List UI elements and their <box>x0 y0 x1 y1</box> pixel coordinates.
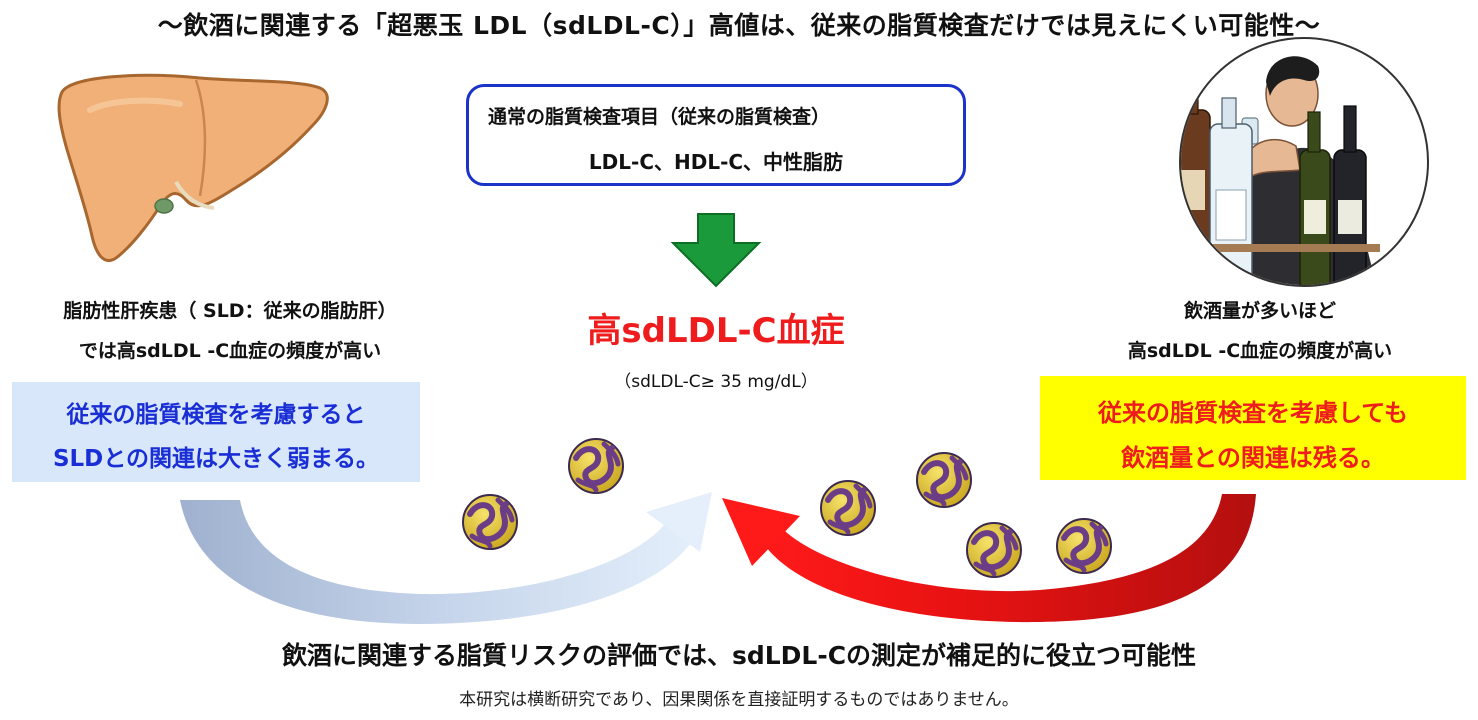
drinking-man-icon <box>1179 37 1429 287</box>
left-box-line2: SLDとの関連は大きく弱まる。 <box>52 446 380 472</box>
disclaimer-text: 本研究は横断研究であり、因果関係を直接証明するものではありません。 <box>459 690 1019 710</box>
center-subtitle: （sdLDL-C≥ 35 mg/dL） <box>614 372 818 392</box>
sdldl-particle-icon <box>917 453 971 507</box>
center-title: 高sdLDL-C血症 <box>587 311 845 351</box>
right-caption-line2: 高sdLDL -C血症の頻度が高い <box>1127 340 1393 362</box>
sdldl-particle-icon <box>463 495 517 549</box>
conclusion-text: 飲酒に関連する脂質リスクの評価では、sdLDL-Cの測定が補足的に役立つ可能性 <box>281 641 1197 670</box>
right-finding-box <box>1040 376 1466 480</box>
left-curved-arrow <box>180 492 712 624</box>
sdldl-particle-icon <box>821 481 875 535</box>
left-finding-box <box>12 382 420 482</box>
traditional-box-heading: 通常の脂質検査項目（従来の脂質検査） <box>488 106 831 128</box>
down-arrow-icon <box>670 213 762 288</box>
traditional-box-items: LDL-C、HDL-C、中性脂肪 <box>588 150 844 174</box>
left-caption-line2: では高sdLDL -C血症の頻度が高い <box>78 340 382 362</box>
traditional-lipid-test-box <box>466 84 966 186</box>
left-box-line1: 従来の脂質検査を考慮すると <box>66 402 366 428</box>
right-box-line1: 従来の脂質検査を考慮しても <box>1097 399 1409 427</box>
right-box-line2: 飲酒量との関連は残る。 <box>1121 444 1385 472</box>
liver-icon <box>57 73 329 262</box>
sdldl-particle-icon <box>569 439 623 493</box>
right-caption-line1: 飲酒量が多いほど <box>1183 300 1336 322</box>
left-caption-line1: 脂肪性肝疾患（ SLD：従来の脂肪肝） <box>63 300 397 322</box>
sdldl-particle-icon <box>967 523 1021 577</box>
right-curved-arrow <box>722 494 1256 623</box>
page-title: 〜飲酒に関連する「超悪玉 LDL（sdLDL-C）」高値は、従来の脂質検査だけで… <box>157 11 1321 40</box>
sdldl-particle-icon <box>1057 519 1111 573</box>
